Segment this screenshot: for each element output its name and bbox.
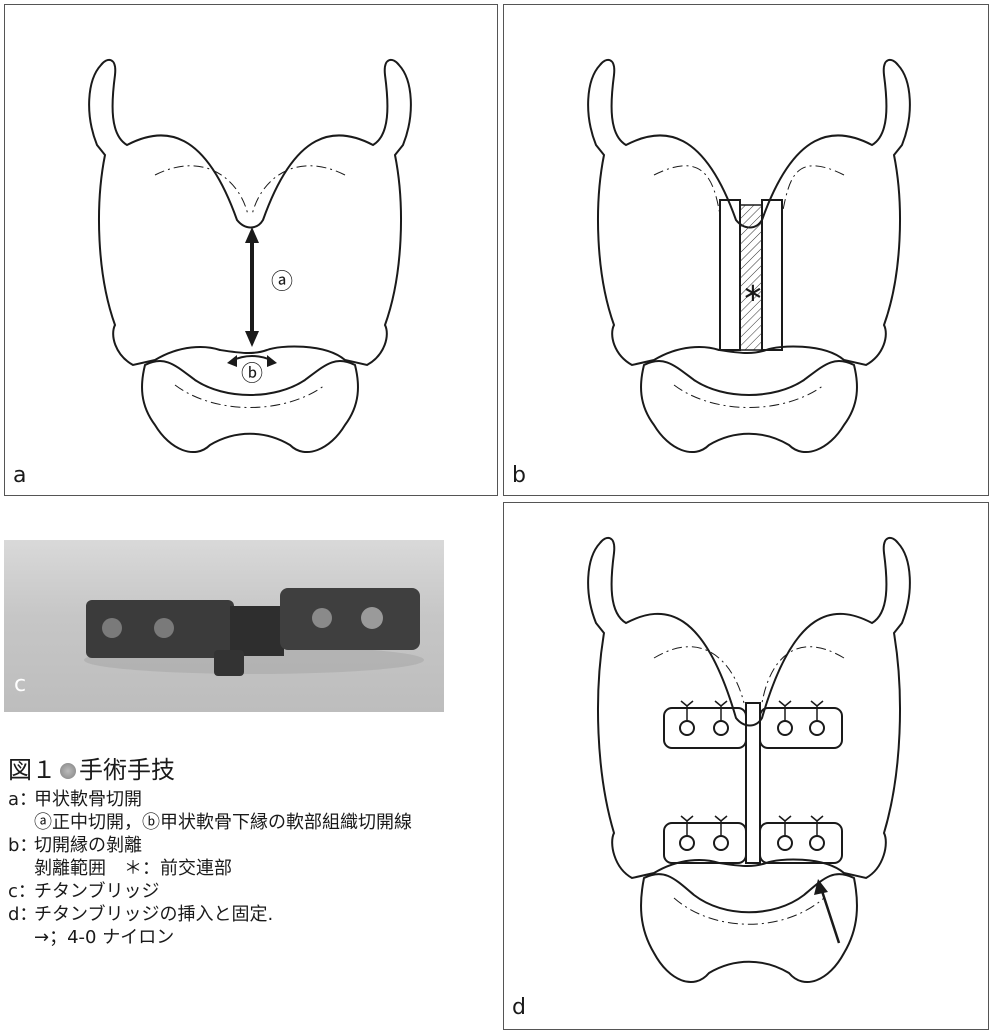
caption-item-d: d：チタンブリッジの挿入と固定. →；4-0 ナイロン — [8, 903, 488, 949]
larynx-diagram-a: ⓐ ⓑ — [5, 5, 499, 497]
figure-number: 図１ — [8, 756, 56, 784]
figure-caption: 図１ 手術手技 a：甲状軟骨切開 ⓐ正中切開，ⓑ甲状軟骨下縁の軟部組織切開線 b：… — [8, 754, 488, 949]
bullet-icon — [60, 763, 76, 779]
figure-title: 手術手技 — [79, 756, 175, 784]
anterior-commissure-asterisk: ∗ — [742, 278, 764, 308]
marker-a: ⓐ — [271, 270, 293, 295]
panel-d-label: d — [512, 995, 526, 1020]
caption-key: b： — [8, 834, 34, 857]
caption-key: a： — [8, 788, 34, 811]
caption-text: 甲状軟骨切開 — [34, 788, 142, 811]
larynx-diagram-b: ∗ — [504, 5, 989, 497]
caption-item-b: b：切開縁の剝離 剝離範囲 ＊：前交連部 — [8, 834, 488, 880]
panel-b: ∗ b — [503, 4, 989, 496]
marker-b: ⓑ — [241, 362, 263, 387]
titanium-bridge-image — [4, 540, 444, 712]
caption-detail: ⓐ正中切開，ⓑ甲状軟骨下縁の軟部組織切開線 — [8, 811, 488, 834]
caption-key: d： — [8, 903, 34, 926]
caption-text: 切開縁の剝離 — [34, 834, 142, 857]
panel-a-label: a — [13, 463, 26, 488]
caption-key: c： — [8, 880, 34, 903]
caption-item-c: c：チタンブリッジ — [8, 880, 488, 903]
titanium-bridge-photo: c — [4, 540, 444, 712]
figure-heading: 図１ 手術手技 — [8, 754, 488, 786]
caption-text: チタンブリッジの挿入と固定. — [34, 903, 273, 926]
panel-d: d — [503, 502, 989, 1030]
caption-item-a: a：甲状軟骨切開 ⓐ正中切開，ⓑ甲状軟骨下縁の軟部組織切開線 — [8, 788, 488, 834]
panel-a: ⓐ ⓑ a — [4, 4, 498, 496]
caption-detail: →；4-0 ナイロン — [8, 926, 488, 949]
caption-detail: 剝離範囲 ＊：前交連部 — [8, 857, 488, 880]
larynx-diagram-d — [504, 503, 989, 1031]
panel-b-label: b — [512, 463, 526, 488]
caption-text: チタンブリッジ — [34, 880, 159, 903]
panel-c-label: c — [14, 672, 26, 697]
